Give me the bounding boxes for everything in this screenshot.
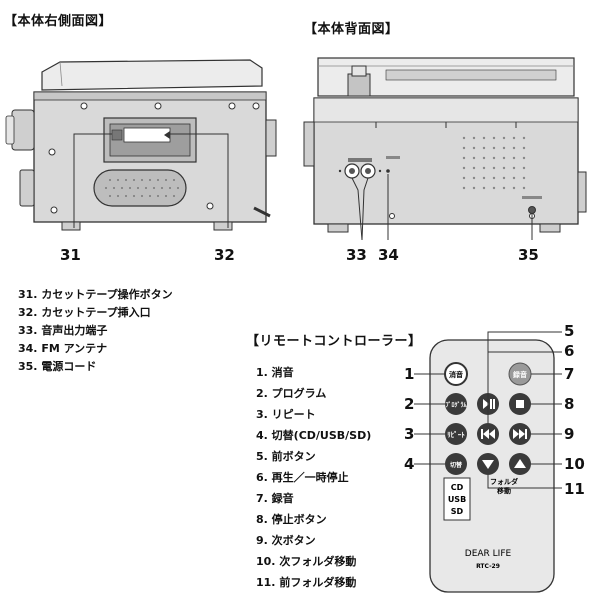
legend-item-31: 31. カセットテープ操作ボタン	[18, 288, 173, 301]
switch-button[interactable]: 切替	[445, 453, 467, 475]
brand-label: DEAR LIFE	[465, 549, 512, 559]
right-side-view-drawing	[5, 59, 277, 231]
legend-item-35: 35. 電源コード	[18, 360, 97, 373]
legend-item-33: 33. 音声出力端子	[18, 324, 108, 337]
callout-32: 32	[214, 246, 235, 264]
record-label: 録音	[513, 370, 527, 379]
remote-legend-6: 6. 再生／一時停止	[256, 471, 349, 484]
folder-label-2: 移動	[497, 486, 511, 495]
remote-callout-3: 3	[404, 425, 415, 443]
remote-legend-2: 2. プログラム	[256, 387, 327, 400]
back-view-title: 【本体背面図】	[304, 22, 399, 37]
remote-callout-4: 4	[404, 455, 415, 473]
remote-callout-9: 9	[564, 425, 575, 443]
stop-button[interactable]	[509, 393, 531, 415]
back-view-drawing	[303, 57, 587, 241]
remote-legend-3: 3. リピート	[256, 408, 316, 421]
remote-callout-5: 5	[564, 322, 575, 340]
remote-title: 【リモートコントローラー】	[246, 334, 422, 349]
remote-drawing: CD USB SD 消音 録音 ﾌﾟﾛｸﾞﾗﾑ ﾘﾋﾟｰﾄ	[414, 331, 562, 593]
previous-icon	[481, 429, 483, 439]
remote-legend-10: 10. 次フォルダ移動	[256, 555, 357, 568]
switch-label: 切替	[450, 461, 463, 469]
remote-callout-6: 6	[564, 342, 575, 360]
folder-up-button[interactable]	[509, 453, 531, 475]
remote-legend-9: 9. 次ボタン	[256, 534, 316, 547]
source-label-cd: CD	[451, 483, 464, 492]
remote-legend-4: 4. 切替(CD/USB/SD)	[256, 429, 372, 442]
remote-callout-8: 8	[564, 395, 575, 413]
repeat-button[interactable]: ﾘﾋﾟｰﾄ	[445, 423, 467, 445]
legend-item-32: 32. カセットテープ挿入口	[18, 306, 151, 319]
source-label-box	[443, 477, 471, 521]
remote-legend-1: 1. 消音	[256, 366, 294, 379]
previous-button[interactable]	[477, 423, 499, 445]
triangle-up-icon	[514, 459, 526, 468]
repeat-label: ﾘﾋﾟｰﾄ	[447, 430, 465, 439]
play-icon	[483, 399, 489, 409]
record-button[interactable]: 録音	[508, 362, 532, 386]
stop-icon	[516, 400, 524, 408]
callout-35: 35	[518, 246, 539, 264]
remote-callout-1: 1	[404, 365, 415, 383]
triangle-down-icon	[482, 460, 494, 469]
legend-item-34: 34. FM アンテナ	[18, 342, 108, 355]
mute-button[interactable]: 消音	[444, 362, 468, 386]
folder-label-1: フォルダ	[490, 477, 518, 486]
remote-legend-8: 8. 停止ボタン	[256, 513, 327, 526]
remote-legend-5: 5. 前ボタン	[256, 450, 316, 463]
remote-callout-11: 11	[564, 480, 585, 498]
callout-33: 33	[346, 246, 367, 264]
source-label-usb: USB	[448, 495, 466, 504]
model-label: RTC-29	[476, 563, 500, 570]
remote-callout-10: 10	[564, 455, 585, 473]
source-label-sd: SD	[451, 507, 464, 516]
folder-down-button[interactable]	[477, 453, 499, 475]
program-button[interactable]: ﾌﾟﾛｸﾞﾗﾑ	[445, 393, 467, 415]
remote-callout-7: 7	[564, 365, 575, 383]
mute-label: 消音	[449, 370, 463, 379]
remote-callout-2: 2	[404, 395, 415, 413]
callout-31: 31	[60, 246, 81, 264]
right-side-title: 【本体右側面図】	[4, 14, 113, 29]
callout-34: 34	[378, 246, 399, 264]
remote-legend-7: 7. 録音	[256, 492, 294, 505]
next-button[interactable]	[509, 423, 531, 445]
program-label: ﾌﾟﾛｸﾞﾗﾑ	[445, 401, 466, 409]
next-icon	[513, 429, 519, 439]
remote-legend-11: 11. 前フォルダ移動	[256, 576, 357, 589]
